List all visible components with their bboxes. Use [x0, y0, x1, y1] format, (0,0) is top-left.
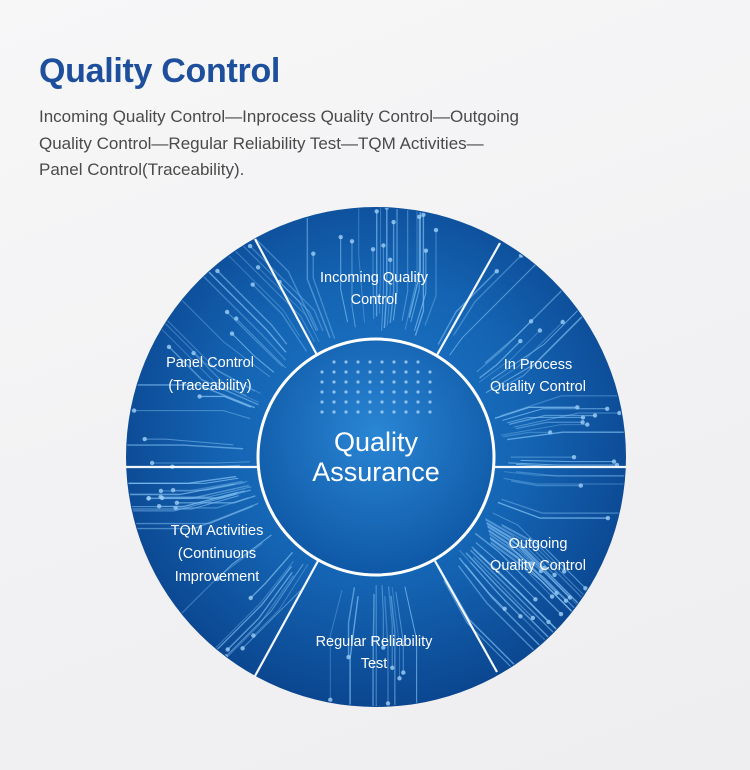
page-title: Quality Control	[39, 52, 281, 90]
description-line: Incoming Quality Control—Inprocess Quali…	[39, 107, 519, 126]
segment-outgoing-label: Outgoing	[509, 536, 568, 552]
core-dot-pattern	[320, 360, 432, 414]
segment-tqm-label: Improvement	[175, 569, 260, 585]
description-line: Panel Control(Traceability).	[39, 160, 245, 179]
segment-incoming-label: Incoming Quality	[320, 270, 429, 286]
segment-panel-label: (Traceability)	[168, 378, 251, 394]
description: Incoming Quality Control—Inprocess Quali…	[39, 104, 599, 184]
segment-panel-control: Panel Control (Traceability)	[166, 355, 254, 394]
segment-outgoing-label: Quality Control	[490, 558, 586, 574]
segment-reliability-label: Regular Reliability	[316, 634, 434, 650]
center-core	[256, 337, 496, 577]
center-label-line1: Quality	[334, 427, 419, 457]
segment-in-process-label: Quality Control	[490, 379, 586, 395]
segment-outgoing: Outgoing Quality Control	[490, 536, 586, 574]
segment-incoming: Incoming Quality Control	[320, 270, 429, 308]
center-label-line2: Assurance	[312, 457, 440, 487]
segment-tqm: TQM Activities (Continuons Improvement	[171, 523, 264, 585]
segment-in-process-label: In Process	[504, 357, 573, 373]
segment-reliability: Regular Reliability Test	[316, 634, 434, 672]
segment-reliability-label: Test	[361, 656, 388, 672]
segment-tqm-label: (Continuons	[178, 546, 256, 562]
segment-tqm-label: TQM Activities	[171, 523, 264, 539]
description-line: Quality Control—Regular Reliability Test…	[39, 133, 484, 153]
segment-dividers	[126, 238, 626, 677]
segment-incoming-label: Control	[351, 292, 398, 308]
segment-in-process: In Process Quality Control	[490, 357, 586, 395]
segment-panel-label: Panel Control	[166, 355, 254, 371]
